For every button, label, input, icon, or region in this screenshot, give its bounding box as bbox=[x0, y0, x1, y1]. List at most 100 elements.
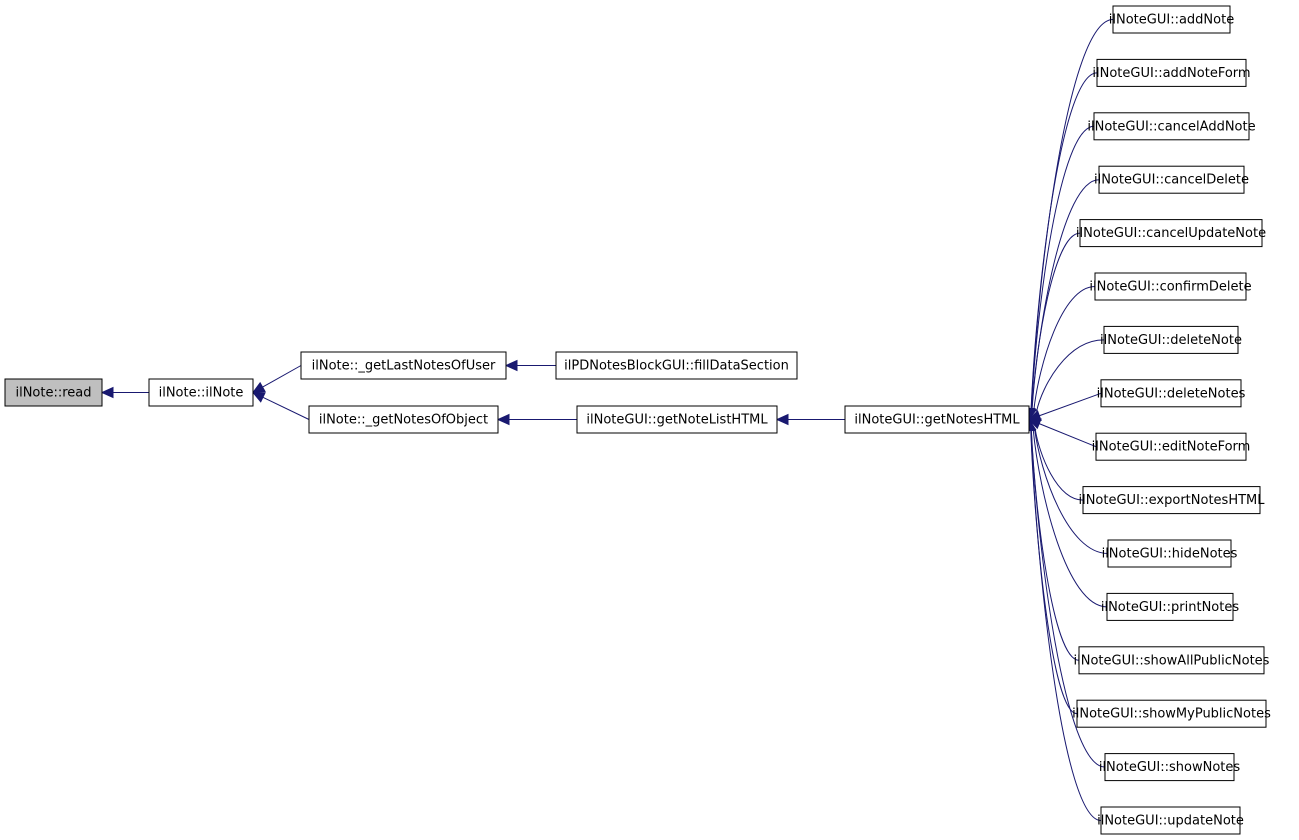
node-label: ilPDNotesBlockGUI::fillDataSection bbox=[564, 359, 789, 374]
edge-line bbox=[1034, 428, 1109, 554]
node-label: ilNoteGUI::showMyPublicNotes bbox=[1072, 707, 1271, 722]
node-showAllPublicNotes[interactable]: ilNoteGUI::showAllPublicNotes bbox=[1074, 646, 1270, 675]
edge-cancelDelete-to-getNotesHTML bbox=[1024, 179, 1100, 421]
edge-line bbox=[1033, 286, 1096, 410]
edge-arrowhead bbox=[1027, 418, 1042, 430]
node-read[interactable]: ilNote::read bbox=[4, 378, 103, 407]
node-showNotes[interactable]: ilNoteGUI::showNotes bbox=[1099, 753, 1241, 782]
edge-line bbox=[1039, 423, 1097, 448]
edge-getNotesOfObject-to-ilNote bbox=[251, 391, 310, 420]
node-box bbox=[1112, 5, 1231, 34]
node-label: ilNote::_getLastNotesOfUser bbox=[312, 359, 496, 374]
node-box bbox=[300, 351, 507, 380]
node-exportNotesHTML[interactable]: ilNoteGUI::exportNotesHTML bbox=[1078, 486, 1265, 515]
node-box bbox=[1076, 699, 1267, 728]
node-getLastNotesOfUser[interactable]: ilNote::_getLastNotesOfUser bbox=[300, 351, 507, 380]
node-label: ilNote::read bbox=[15, 386, 91, 401]
node-getNotesOfObject[interactable]: ilNote::_getNotesOfObject bbox=[308, 405, 499, 434]
node-updateNote[interactable]: ilNoteGUI::updateNote bbox=[1097, 806, 1244, 835]
node-addNote[interactable]: ilNoteGUI::addNote bbox=[1109, 5, 1234, 34]
node-printNotes[interactable]: ilNoteGUI::printNotes bbox=[1101, 592, 1239, 621]
edge-line bbox=[1030, 430, 1106, 768]
edge-arrowhead bbox=[504, 359, 518, 372]
edge-arrowhead bbox=[100, 386, 114, 399]
node-label: ilNoteGUI::addNoteForm bbox=[1092, 66, 1250, 81]
node-label: ilNoteGUI::getNoteListHTML bbox=[586, 413, 768, 428]
node-label: ilNoteGUI::exportNotesHTML bbox=[1078, 493, 1265, 508]
node-ilNote[interactable]: ilNote::ilNote bbox=[148, 378, 254, 407]
edge-line bbox=[1030, 430, 1102, 821]
edge-ilNote-to-read bbox=[100, 386, 149, 399]
node-label: ilNoteGUI::addNote bbox=[1109, 13, 1234, 28]
nodes-layer: ilNote::read ilNote::ilNote ilNote::_getLa… bbox=[4, 5, 1271, 835]
edge-getNotesHTML-to-getNoteListHTML bbox=[775, 413, 845, 426]
edge-updateNote-to-getNotesHTML bbox=[1023, 418, 1102, 821]
node-label: ilNoteGUI::printNotes bbox=[1101, 600, 1239, 615]
node-label: ilNoteGUI::showAllPublicNotes bbox=[1074, 653, 1270, 668]
edge-deleteNotes-to-getNotesHTML bbox=[1027, 392, 1102, 421]
node-label: ilNoteGUI::hideNotes bbox=[1102, 547, 1238, 562]
node-box bbox=[1100, 379, 1242, 408]
node-box bbox=[1103, 325, 1239, 354]
node-fillDataSection[interactable]: ilPDNotesBlockGUI::fillDataSection bbox=[555, 351, 798, 380]
node-addNoteForm[interactable]: ilNoteGUI::addNoteForm bbox=[1092, 58, 1251, 87]
node-box bbox=[844, 405, 1030, 434]
node-label: ilNoteGUI::showNotes bbox=[1099, 760, 1241, 775]
node-deleteNote[interactable]: ilNoteGUI::deleteNote bbox=[1100, 325, 1242, 354]
edge-line bbox=[1030, 125, 1095, 409]
node-cancelDelete[interactable]: ilNoteGUI::cancelDelete bbox=[1094, 165, 1249, 194]
node-label: ilNote::_getNotesOfObject bbox=[319, 413, 488, 428]
edge-arrowhead bbox=[775, 413, 789, 426]
edge-line bbox=[262, 365, 302, 388]
edge-line bbox=[1032, 429, 1108, 608]
edge-line bbox=[1034, 428, 1084, 501]
node-box bbox=[576, 405, 778, 434]
node-box bbox=[1078, 646, 1265, 675]
node-box bbox=[1093, 112, 1250, 141]
edge-editNoteForm-to-getNotesHTML bbox=[1027, 418, 1097, 448]
node-box bbox=[1079, 219, 1263, 248]
node-confirmDelete[interactable]: ilNoteGUI::confirmDelete bbox=[1089, 272, 1252, 301]
node-editNoteForm[interactable]: ilNoteGUI::editNoteForm bbox=[1092, 432, 1251, 461]
node-label: ilNoteGUI::confirmDelete bbox=[1089, 280, 1251, 295]
node-box bbox=[1094, 272, 1247, 301]
node-label: ilNoteGUI::cancelAddNote bbox=[1087, 119, 1255, 134]
node-box bbox=[308, 405, 499, 434]
edge-arrowhead bbox=[251, 381, 266, 394]
edge-getLastNotesOfUser-to-ilNote bbox=[251, 365, 302, 394]
edge-getNoteListHTML-to-getNotesOfObject bbox=[496, 413, 577, 426]
node-label: ilNoteGUI::editNoteForm bbox=[1092, 440, 1251, 455]
edge-line bbox=[1031, 232, 1081, 409]
node-box bbox=[1106, 592, 1234, 621]
node-box bbox=[1096, 58, 1247, 87]
node-box bbox=[1100, 806, 1241, 835]
edge-line bbox=[1036, 339, 1105, 412]
edge-arrowhead bbox=[251, 391, 266, 403]
edge-line bbox=[1030, 72, 1098, 409]
node-box bbox=[148, 378, 254, 407]
node-deleteNotes[interactable]: ilNoteGUI::deleteNotes bbox=[1097, 379, 1246, 408]
node-getNoteListHTML[interactable]: ilNoteGUI::getNoteListHTML bbox=[576, 405, 778, 434]
node-label: ilNoteGUI::deleteNote bbox=[1100, 333, 1242, 348]
node-box bbox=[4, 378, 103, 407]
node-cancelUpdateNote[interactable]: ilNoteGUI::cancelUpdateNote bbox=[1076, 219, 1266, 248]
node-label: ilNoteGUI::cancelDelete bbox=[1094, 173, 1249, 188]
node-box bbox=[1107, 539, 1232, 568]
node-box bbox=[1104, 753, 1235, 782]
node-box bbox=[1098, 165, 1245, 194]
node-getNotesHTML[interactable]: ilNoteGUI::getNotesHTML bbox=[844, 405, 1030, 434]
edge-line bbox=[262, 396, 310, 420]
edge-cancelUpdateNote-to-getNotesHTML bbox=[1023, 232, 1081, 421]
node-label: ilNoteGUI::getNotesHTML bbox=[854, 413, 1020, 428]
node-label: ilNoteGUI::deleteNotes bbox=[1097, 386, 1246, 401]
edges-layer bbox=[100, 19, 1114, 821]
node-box bbox=[555, 351, 798, 380]
node-showMyPublicNotes[interactable]: ilNoteGUI::showMyPublicNotes bbox=[1072, 699, 1271, 728]
edge-fillDataSection-to-getLastNotesOfUser bbox=[504, 359, 556, 372]
node-cancelAddNote[interactable]: ilNoteGUI::cancelAddNote bbox=[1087, 112, 1256, 141]
node-hideNotes[interactable]: ilNoteGUI::hideNotes bbox=[1102, 539, 1238, 568]
node-label: ilNoteGUI::cancelUpdateNote bbox=[1076, 226, 1266, 241]
edge-line bbox=[1039, 392, 1102, 417]
